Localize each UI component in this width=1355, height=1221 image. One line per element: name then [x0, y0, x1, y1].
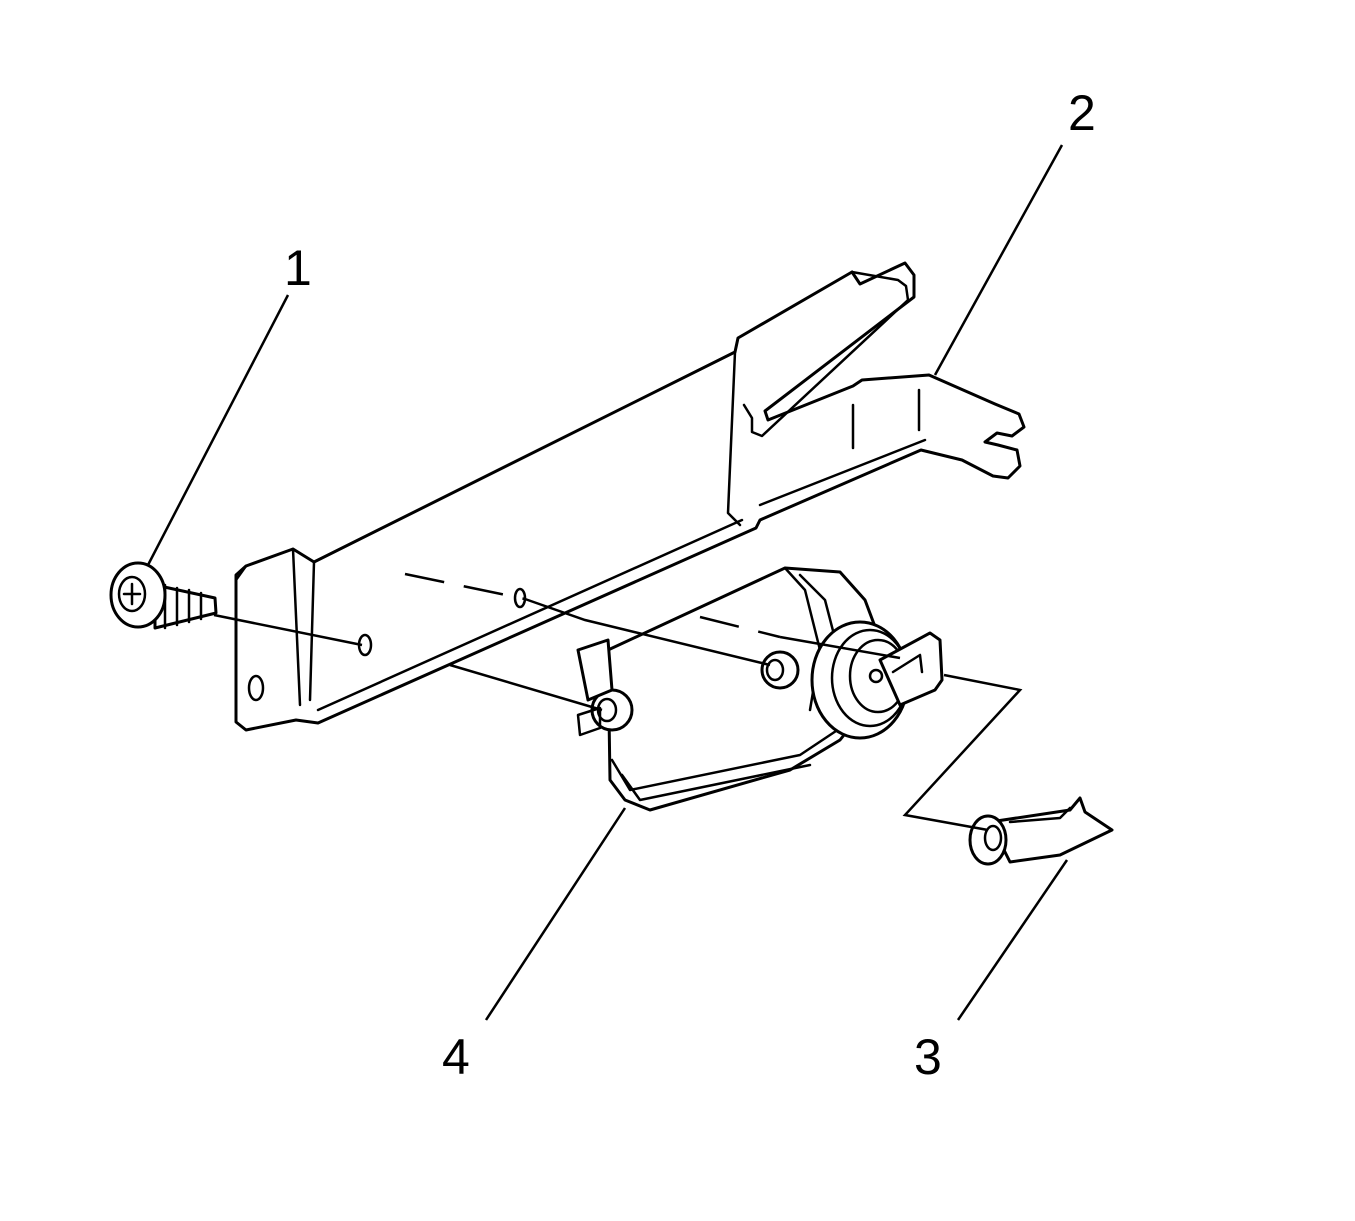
rod-clip — [968, 796, 1114, 866]
bracket — [234, 261, 1026, 732]
callout-4: 4 — [442, 1029, 470, 1085]
callout-1: 1 — [284, 240, 312, 296]
screw — [109, 561, 218, 630]
callout-2: 2 — [1068, 85, 1096, 141]
leader-line-3 — [956, 859, 1069, 1021]
leader-line-4 — [484, 807, 627, 1021]
actuator — [576, 566, 944, 812]
assembly-lines — [213, 572, 1023, 832]
leader-line-1 — [146, 294, 290, 566]
callout-3: 3 — [914, 1029, 942, 1085]
leader-line-2 — [933, 144, 1064, 376]
